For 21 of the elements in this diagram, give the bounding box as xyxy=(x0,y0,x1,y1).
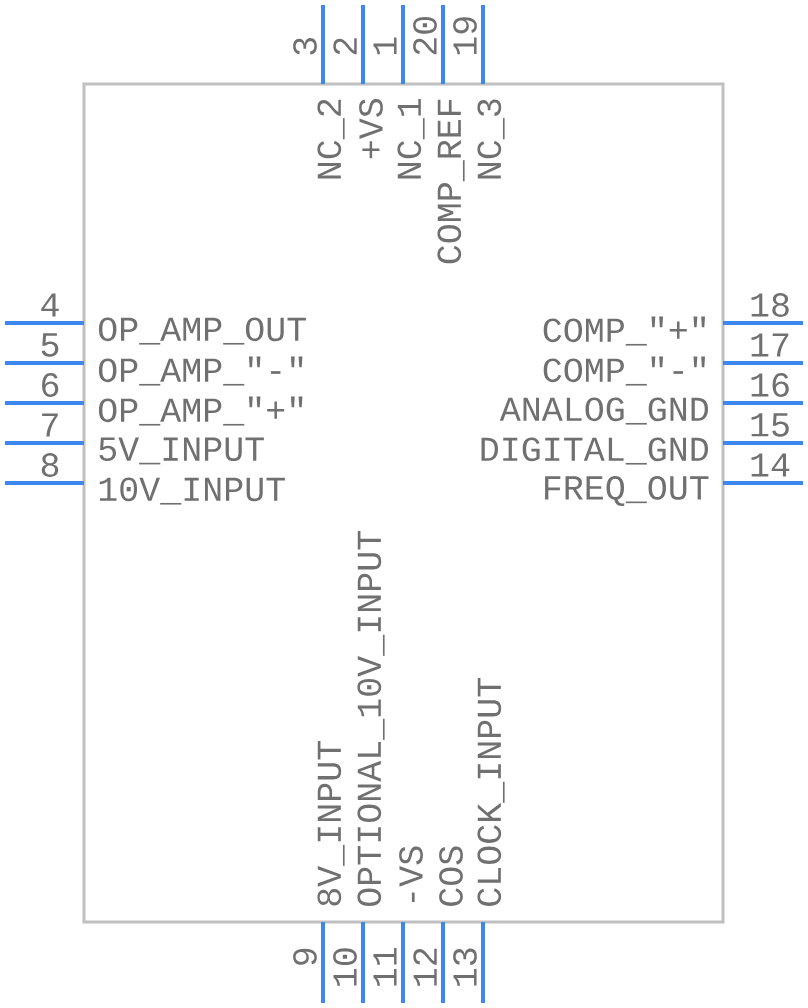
pin-name: ANALOG_GND xyxy=(499,397,708,425)
pin-name: -VS xyxy=(399,846,423,903)
pin-name: COMP_REF xyxy=(437,99,465,264)
pin-name: COS xyxy=(439,846,463,906)
pin-name: OP_AMP_"-" xyxy=(98,356,303,386)
pin-name: FREQ_OUT xyxy=(545,476,709,506)
pin-name: DIGITAL_GND xyxy=(481,437,708,465)
pin-name: OPTIONAL_10V_INPUT xyxy=(357,531,385,907)
chip-body xyxy=(82,82,725,924)
pin-name: COMP_"+" xyxy=(543,316,705,346)
pin-name: CLOCK_INPUT xyxy=(477,678,505,906)
pin-name: NC_2 xyxy=(317,99,345,179)
pin-name: NC_1 xyxy=(397,98,425,179)
pin-name: COMP_"-" xyxy=(543,356,705,386)
pin-name: +VS xyxy=(359,98,383,159)
pin-name: OP_AMP_"+" xyxy=(98,396,303,426)
pin-name: 5V_INPUT xyxy=(99,437,264,465)
pin-name: NC_3 xyxy=(477,99,505,179)
pin-name: OP_AMP_OUT xyxy=(98,317,306,345)
pin-name: 10V_INPUT xyxy=(99,477,285,505)
pin-name: 8V_INPUT xyxy=(317,741,345,906)
